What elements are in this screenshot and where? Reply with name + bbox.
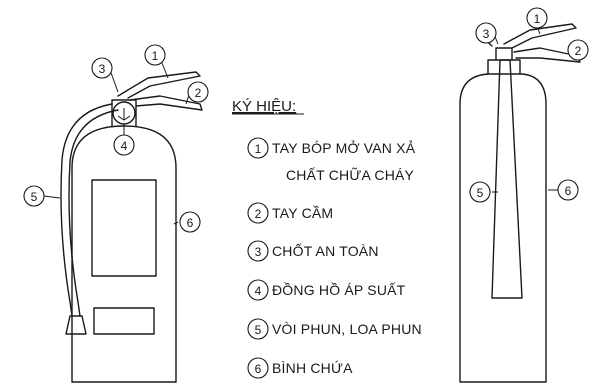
left-valve-neck (111, 99, 137, 127)
callout-left-2: 2 (187, 81, 209, 103)
callout-left-1-number: 1 (152, 49, 159, 63)
legend-item-1-line-1: TAY BÓP MỞ VAN XẢ (272, 139, 416, 156)
callout-right-3: 3 (475, 22, 497, 44)
callout-right-3-number: 3 (483, 27, 490, 41)
callout-right-6-number: 6 (565, 184, 572, 198)
callout-left-6-number: 6 (187, 216, 194, 230)
right-cylinder-body (459, 73, 547, 383)
left-extinguisher: 1 2 3 4 5 6 (23, 44, 209, 383)
legend-item-6-number: 6 (255, 362, 262, 376)
legend-item-1-number: 1 (255, 142, 262, 156)
legend-item-4-label: ĐỒNG HỒ ÁP SUẤT (272, 281, 406, 298)
left-label-small (93, 307, 155, 335)
left-nozzle (65, 315, 87, 335)
left-hose (60, 103, 113, 317)
legend-item-6-label: BÌNH CHỨA (272, 360, 353, 376)
legend-item-5-number: 5 (255, 323, 262, 337)
callout-right-6: 6 (557, 179, 579, 201)
legend-item-2: 2 TAY CẦM (247, 202, 333, 224)
callout-right-1: 1 (526, 7, 548, 29)
left-carry-handle (129, 95, 203, 111)
callout-right-5: 5 (469, 181, 491, 203)
callout-right-2: 2 (567, 39, 589, 61)
legend-item-5: 5 VÒI PHUN, LOA PHUN (247, 318, 422, 340)
legend-item-3: 3 CHỐT AN TOÀN (247, 240, 379, 262)
callout-left-6: 6 (179, 211, 201, 233)
legend-item-3-number: 3 (255, 245, 262, 259)
legend: KÝ HIỆU: 1 TAY BÓP MỞ VAN XẢ CHẤT CHỮA C… (232, 98, 422, 379)
callout-left-3-number: 3 (99, 62, 106, 76)
legend-item-3-label: CHỐT AN TOÀN (272, 242, 379, 259)
legend-item-1: 1 TAY BÓP MỞ VAN XẢ CHẤT CHỮA CHÁY (247, 137, 416, 183)
callout-right-5-number: 5 (477, 186, 484, 200)
callout-left-3: 3 (91, 57, 113, 79)
legend-item-4-number: 4 (255, 284, 262, 298)
callout-left-4-number: 4 (121, 139, 128, 153)
legend-item-5-label: VÒI PHUN, LOA PHUN (272, 321, 422, 337)
right-valve-collar (487, 59, 521, 75)
callout-left-5: 5 (23, 185, 45, 207)
legend-item-2-number: 2 (255, 207, 262, 221)
legend-item-6: 6 BÌNH CHỨA (247, 357, 353, 379)
right-squeeze-lever (503, 23, 577, 49)
callout-left-4: 4 (113, 134, 135, 156)
legend-item-2-label: TAY CẦM (272, 205, 333, 221)
legend-item-1-line-2: CHẤT CHỮA CHÁY (286, 167, 415, 183)
callout-left-2-number: 2 (195, 86, 202, 100)
callout-right-1-number: 1 (534, 12, 541, 26)
right-extinguisher: 1 2 3 5 6 (459, 7, 589, 383)
left-label-large (91, 179, 157, 277)
legend-item-4: 4 ĐỒNG HỒ ÁP SUẤT (247, 279, 406, 301)
callout-left-1: 1 (144, 44, 166, 66)
right-siphon-horn (491, 59, 523, 299)
callout-left-5-number: 5 (31, 190, 38, 204)
left-cylinder-body (71, 125, 177, 383)
callout-right-2-number: 2 (575, 44, 582, 58)
legend-title: KÝ HIỆU: (232, 98, 296, 115)
left-squeeze-lever (117, 71, 201, 99)
